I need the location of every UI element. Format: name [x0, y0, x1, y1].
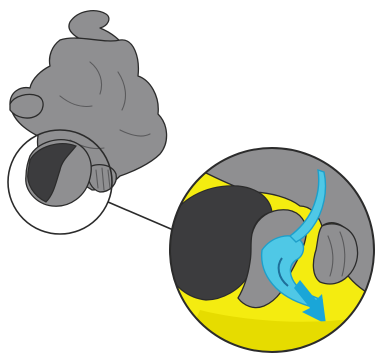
magnifier-circle: [165, 142, 375, 362]
person-figure: [10, 11, 167, 206]
bent-leg: [10, 94, 43, 118]
connector-line: [108, 202, 178, 232]
